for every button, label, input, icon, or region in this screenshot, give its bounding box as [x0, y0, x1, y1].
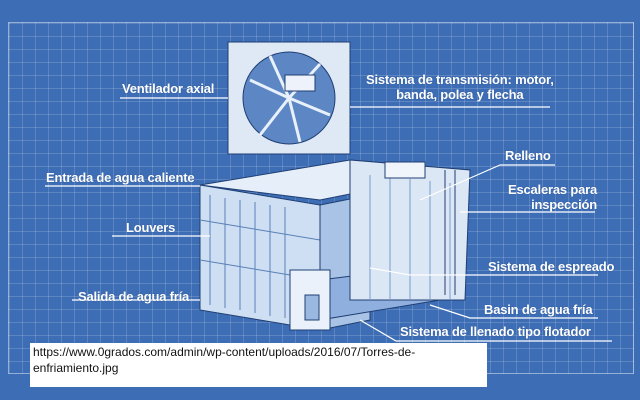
- label-stairs: Escaleras para inspección: [508, 182, 597, 212]
- label-louvers: Louvers: [126, 220, 176, 235]
- label-stairs-line1: Escaleras para: [508, 182, 597, 197]
- label-stairs-line2: inspección: [531, 197, 597, 212]
- label-transmission-line2: banda, polea y flecha: [396, 87, 524, 102]
- label-fan: Ventilador axial: [122, 81, 215, 96]
- image-source-caption: https://www.0grados.com/admin/wp-content…: [30, 343, 487, 387]
- label-basin: Basin de agua fría: [484, 302, 593, 317]
- label-hot-water-inlet: Entrada de agua caliente: [46, 170, 195, 185]
- tower-drawing: [199, 41, 471, 331]
- label-spray-system: Sistema de espreado: [488, 259, 615, 274]
- label-transmission: Sistema de transmisión: motor, banda, po…: [366, 72, 554, 102]
- label-float-fill: Sistema de llenado tipo flotador: [400, 324, 591, 339]
- label-fill: Relleno: [505, 148, 551, 163]
- leader-lines: [45, 97, 612, 342]
- label-transmission-line1: Sistema de transmisión: motor,: [366, 72, 554, 87]
- label-cold-water-outlet: Salida de agua fría: [78, 289, 190, 304]
